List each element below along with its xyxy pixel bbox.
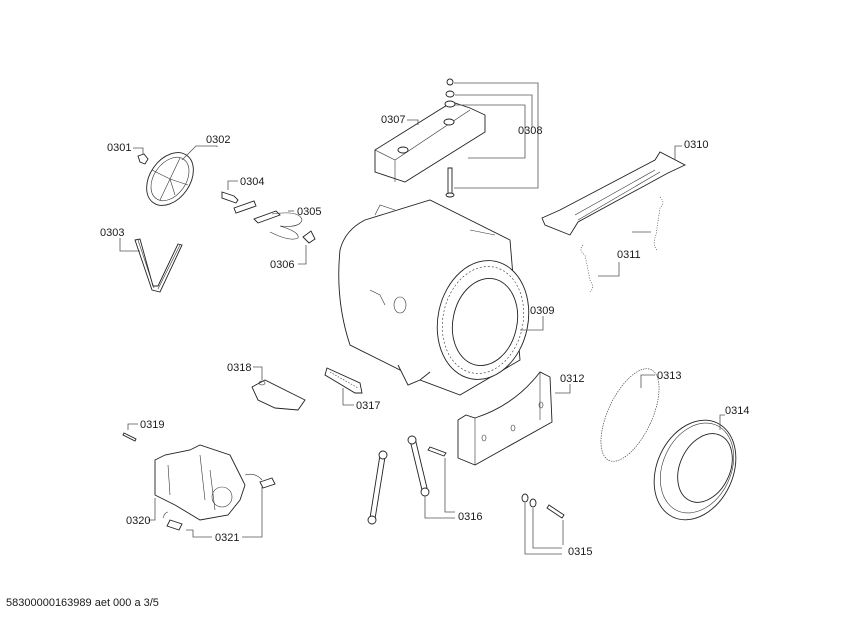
part-0302-pulley[interactable]: 0302 (137, 134, 231, 214)
part-0319-motor-screw[interactable]: 0319 (122, 419, 164, 442)
label-0314: 0314 (725, 405, 749, 417)
part-0314-door-seal[interactable]: 0314 (639, 405, 752, 533)
label-0302: 0302 (206, 134, 230, 146)
document-reference: 58300000163989 aet 000 a 3/5 (6, 597, 159, 609)
part-0309-tub[interactable]: 0309 (338, 199, 555, 396)
part-0317-baffle[interactable]: 0317 (324, 367, 380, 412)
part-0304-sensor[interactable]: 0304 (221, 176, 264, 214)
label-0310: 0310 (684, 139, 708, 151)
part-0305-heater[interactable]: 0305 (253, 206, 321, 240)
label-0317: 0317 (356, 400, 380, 412)
part-0315-screw-washer-set[interactable]: 0315 (521, 493, 592, 558)
label-0313: 0313 (657, 370, 681, 382)
part-0320-motor[interactable]: 0320 (126, 444, 246, 527)
part-0311-springs[interactable]: 0311 (580, 196, 664, 293)
part-0310-crossbar[interactable]: 0310 (541, 139, 708, 236)
part-0318-bracket[interactable]: 0318 (227, 362, 306, 411)
part-0312-counterweight-front[interactable]: 0312 (457, 371, 584, 466)
label-0319: 0319 (140, 419, 164, 431)
label-0321: 0321 (215, 532, 239, 544)
label-0303: 0303 (100, 227, 124, 239)
label-0307: 0307 (381, 114, 405, 126)
part-0303-belt[interactable]: 0303 (100, 227, 183, 293)
part-0306-clip[interactable]: 0306 (270, 230, 316, 271)
label-0320: 0320 (126, 515, 150, 527)
label-0308: 0308 (518, 125, 542, 137)
part-0316-shock-absorbers[interactable]: 0316 (367, 435, 482, 525)
part-0301-screw[interactable]: 0301 (107, 142, 149, 165)
part-0308-fixing-kit[interactable]: 0308 (445, 78, 542, 198)
part-0307-counterweight-top[interactable]: 0307 (374, 100, 486, 183)
part-0313-clamp-ring[interactable]: 0313 (589, 360, 682, 469)
label-0315: 0315 (568, 546, 592, 558)
label-0312: 0312 (560, 373, 584, 385)
label-0306: 0306 (270, 259, 294, 271)
label-0316: 0316 (458, 511, 482, 523)
label-0304: 0304 (240, 176, 264, 188)
label-0318: 0318 (227, 362, 251, 374)
part-0321-carbon-brushes[interactable]: 0321 (162, 473, 276, 544)
label-0309: 0309 (530, 305, 554, 317)
label-0301: 0301 (107, 142, 131, 154)
label-0305: 0305 (297, 206, 321, 218)
label-0311: 0311 (617, 249, 641, 261)
